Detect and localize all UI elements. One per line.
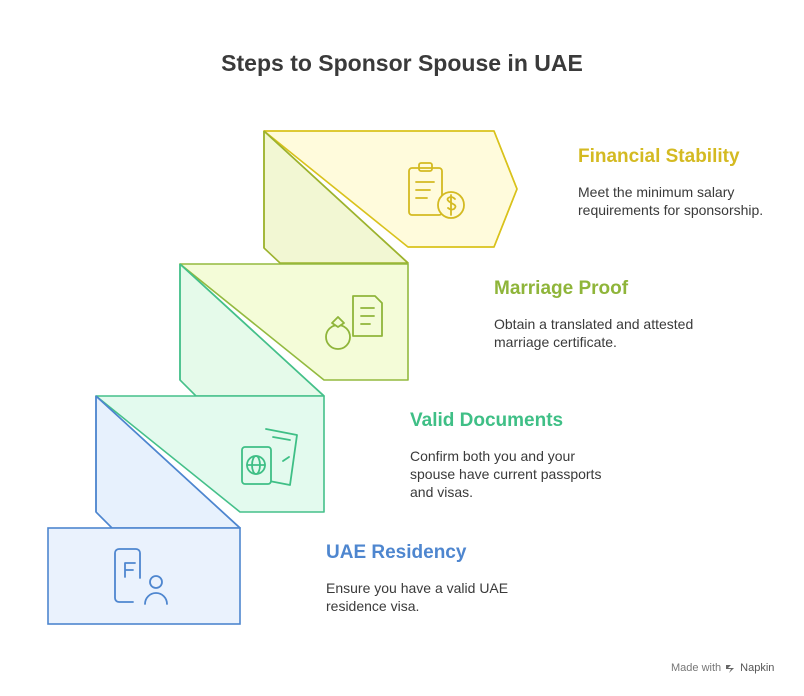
- step-4-card: [47, 527, 241, 625]
- step-title: Financial Stability: [578, 146, 740, 167]
- step-2-card: [179, 263, 409, 381]
- step-shape-financial-stability: [263, 130, 518, 264]
- napkin-watermark: Made with Napkin: [671, 662, 774, 674]
- step-description: Meet the minimum salary requirements for…: [578, 184, 764, 218]
- step-title: UAE Residency: [326, 542, 467, 563]
- step-title: Marriage Proof: [494, 278, 629, 299]
- made-with-label: Made with: [671, 662, 722, 674]
- step-description: Obtain a translated and attested marriag…: [494, 316, 694, 350]
- residence-id-icon: [114, 548, 168, 605]
- napkin-logo-icon: [726, 664, 735, 673]
- diagram-title: Steps to Sponsor Spouse in UAE: [221, 50, 583, 76]
- salary-clipboard-icon: [408, 162, 465, 219]
- step-shape-marriage-proof: [179, 263, 409, 397]
- ring-certificate-icon: [325, 295, 383, 350]
- step-description: Confirm both you and your spouse have cu…: [410, 448, 602, 500]
- step-shape-valid-documents: [95, 395, 325, 529]
- step-description: Ensure you have a valid UAE residence vi…: [326, 580, 509, 614]
- step-shape-uae-residency: [47, 527, 241, 625]
- napkin-brand: Napkin: [740, 662, 775, 674]
- step-title: Valid Documents: [410, 410, 564, 431]
- passport-ticket-icon: [241, 428, 298, 486]
